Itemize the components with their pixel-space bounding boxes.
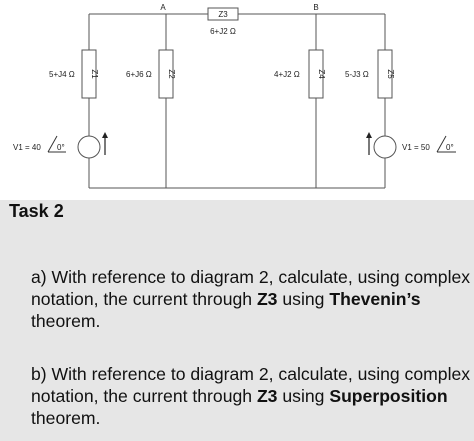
right-source-angle: 0° — [446, 143, 454, 152]
question-a-mid: using — [277, 289, 330, 309]
circuit-diagram: A B Z3 6+J2 Ω Z1 5+J4 Ω Z2 6+J6 Ω Z4 4+J… — [0, 0, 474, 200]
question-a-impedance: Z3 — [256, 289, 278, 309]
left-source-voltage: V1 = 40 — [13, 143, 41, 152]
z3-label: Z3 — [218, 10, 228, 19]
left-voltage-source — [77, 135, 101, 159]
right-voltage-source — [373, 135, 397, 159]
left-source-angle: 0° — [57, 143, 65, 152]
z2-resistor — [158, 49, 174, 99]
question-b-lead: b) With reference to diagram 2, calculat… — [31, 364, 471, 406]
z4-label: Z4 — [317, 69, 326, 79]
z5-value: 5-J3 Ω — [345, 70, 369, 79]
z1-value: 5+J4 Ω — [49, 70, 75, 79]
z1-label: Z1 — [90, 69, 99, 79]
node-a-label: A — [160, 3, 166, 12]
z2-value: 6+J6 Ω — [126, 70, 152, 79]
z2-label: Z2 — [167, 69, 176, 79]
task-title: Task 2 — [9, 201, 64, 221]
right-source-voltage: V1 = 50 — [402, 143, 430, 152]
left-source-arrow-icon — [102, 132, 108, 155]
z4-value: 4+J2 Ω — [274, 70, 300, 79]
circuit-wires — [88, 13, 386, 189]
left-angle-icon — [47, 135, 66, 153]
z3-resistor — [207, 7, 239, 21]
z5-label: Z5 — [386, 69, 395, 79]
node-b-label: B — [313, 3, 318, 12]
right-source-arrow-icon — [366, 132, 372, 155]
question-a: a) With reference to diagram 2, calculat… — [31, 266, 471, 332]
z4-resistor — [308, 49, 324, 99]
question-b-tail: theorem. — [31, 408, 101, 428]
question-b-theorem: Superposition — [329, 386, 448, 406]
question-b-impedance: Z3 — [256, 386, 278, 406]
z3-value: 6+J2 Ω — [210, 27, 236, 36]
diagram-background — [0, 0, 474, 200]
question-a-lead: a) With reference to diagram 2, calculat… — [31, 267, 471, 309]
question-a-tail: theorem. — [31, 311, 101, 331]
question-a-theorem: Thevenin’s — [329, 289, 421, 309]
z5-resistor — [377, 49, 393, 99]
question-b-mid: using — [277, 386, 330, 406]
question-b: b) With reference to diagram 2, calculat… — [31, 363, 471, 429]
right-angle-icon — [436, 135, 456, 153]
z1-resistor — [81, 49, 97, 99]
